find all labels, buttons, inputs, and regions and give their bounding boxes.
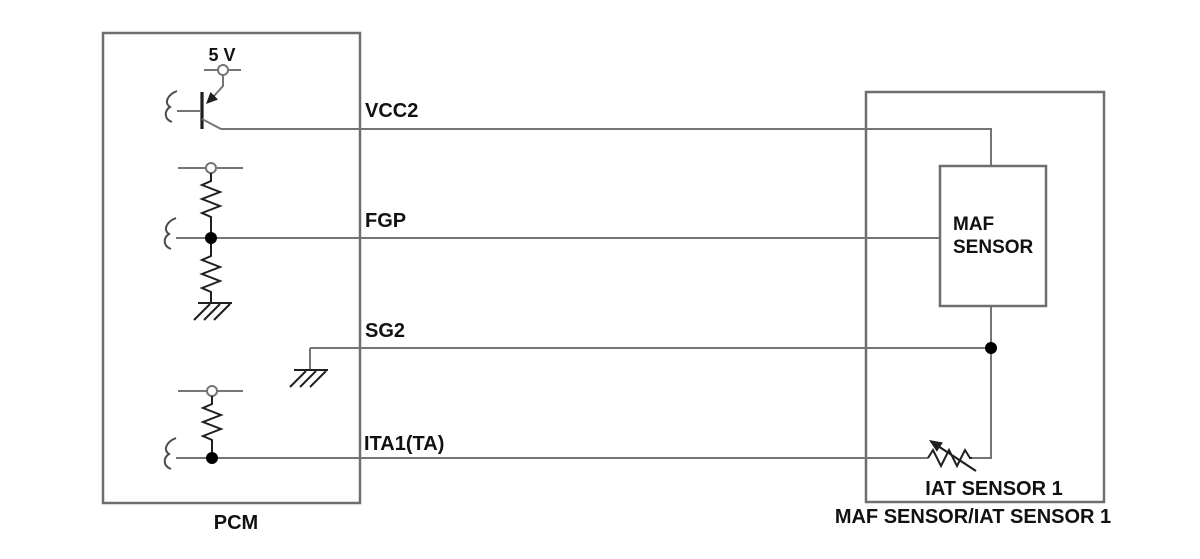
- junction-dot-ita1: [206, 452, 218, 464]
- connector-hook-icon: [163, 217, 177, 250]
- maf-sensor-label-line2: SENSOR: [953, 237, 1034, 258]
- ita1-pullup: [178, 385, 243, 464]
- pulldown-resistor-fgp-icon: [199, 244, 223, 303]
- thermistor-arrow-icon: [929, 440, 943, 452]
- pullup-resistor-ita1-icon: [200, 396, 224, 452]
- pcm-label: PCM: [214, 512, 258, 534]
- iat-sensor-label: IAT SENSOR 1: [925, 478, 1062, 500]
- connector-hook-icon: [163, 437, 177, 470]
- connector-hook-icon: [164, 90, 178, 123]
- transistor-collector: [213, 75, 224, 97]
- terminal-5v-icon: [217, 64, 229, 76]
- thermistor-arrow-line: [937, 445, 977, 472]
- maf-sensor-box: [938, 164, 1048, 308]
- thermistor-zigzag: [927, 447, 972, 469]
- transistor-arrow-icon: [206, 92, 218, 104]
- fgp-ground-icon: [193, 302, 232, 321]
- wire-vcc2: [221, 128, 992, 170]
- transistor-emitter: [201, 118, 222, 130]
- junction-dot-sg2: [985, 342, 997, 354]
- junction-dot-fgp: [205, 232, 217, 244]
- fgp-divider: [178, 162, 243, 321]
- terminal-ita1-icon: [206, 385, 218, 397]
- sensor-module-label: MAF SENSOR/IAT SENSOR 1: [835, 506, 1111, 528]
- supply-5v-label: 5 V: [208, 45, 235, 65]
- iat-thermistor-icon: [927, 440, 977, 472]
- signal-label-sg2: SG2: [365, 320, 405, 342]
- pullup-resistor-fgp-icon: [199, 173, 223, 233]
- transistor-vcc2: [177, 64, 241, 130]
- maf-sensor-label-line1: MAF: [953, 214, 994, 235]
- terminal-fgp-icon: [205, 162, 217, 174]
- pcm-box: [101, 31, 362, 505]
- signal-label-vcc2: VCC2: [365, 100, 418, 122]
- signal-label-fgp: FGP: [365, 210, 406, 232]
- signal-label-ita1: ITA1(TA): [364, 433, 444, 455]
- sg2-ground-icon: [289, 369, 328, 388]
- wire-junction-to-thermistor: [972, 348, 992, 459]
